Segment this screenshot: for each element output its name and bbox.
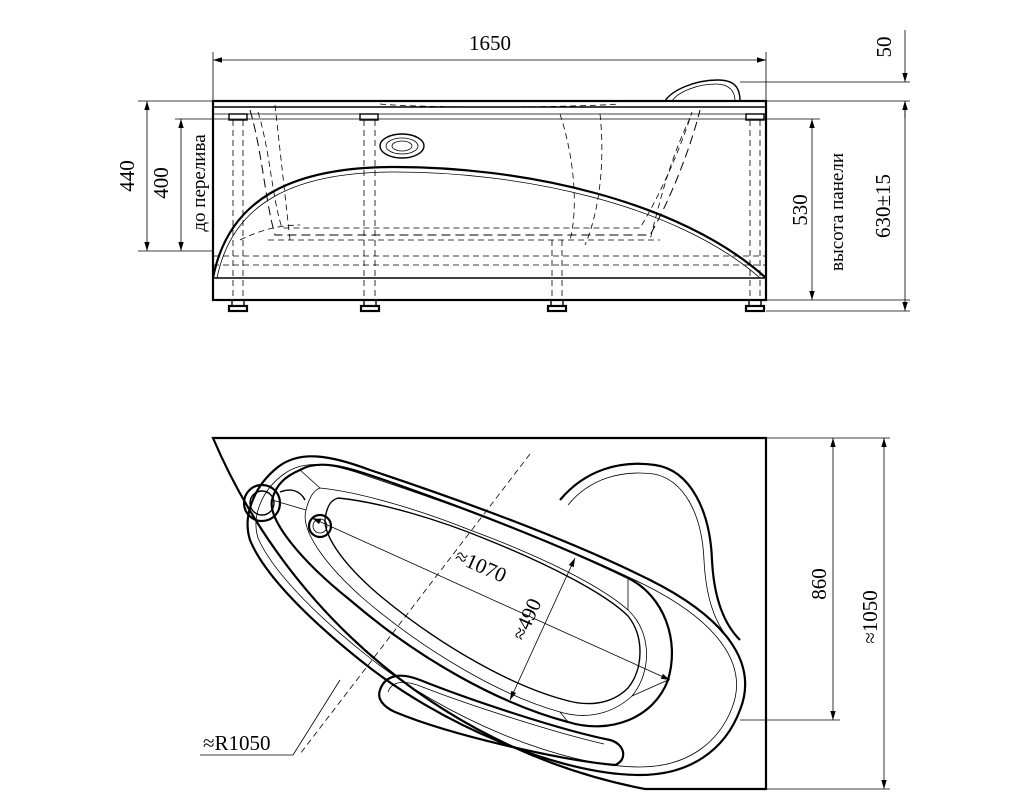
dim-headrest-label: 50: [872, 37, 896, 58]
top-view: ≈1070 ≈490 ≈R1050 860 ≈1050: [200, 436, 890, 791]
dim-line-inner-width: [509, 557, 576, 701]
dim-length-label: 1650: [469, 31, 511, 55]
dim-line-inner-length: [311, 517, 671, 681]
overflow-note: до перелива: [189, 134, 210, 232]
panel-curve: [211, 165, 767, 279]
drain-fittings: [242, 483, 333, 539]
headrest: [663, 79, 741, 102]
inner-bowl-hidden: [249, 109, 701, 236]
lower-armrest: [378, 674, 625, 767]
tub-panel: [211, 99, 768, 302]
dim-total-depth-label: ≈1050: [858, 590, 882, 644]
dim-inner-width-label: ≈490: [507, 595, 546, 644]
inner-basin: [270, 463, 673, 728]
rim-outline: [246, 455, 747, 777]
dim-radius-label: ≈R1050: [203, 731, 271, 755]
headrest-shell: [559, 462, 741, 641]
panel-height-note: высота панели: [827, 153, 848, 271]
dim-overflow-label: 400: [149, 167, 173, 199]
feet: [227, 300, 766, 313]
dim-panel-label: 530: [788, 194, 812, 226]
dim-depth-label: 860: [807, 568, 831, 600]
dim-inner-length-label: ≈1070: [452, 544, 511, 588]
frame-legs: [213, 113, 766, 298]
dim-adjustable-label: 630±15: [871, 174, 895, 238]
overflow-icon: [379, 133, 425, 159]
side-view: 1650: [115, 30, 910, 313]
dim-total-height-label: 440: [115, 160, 139, 192]
